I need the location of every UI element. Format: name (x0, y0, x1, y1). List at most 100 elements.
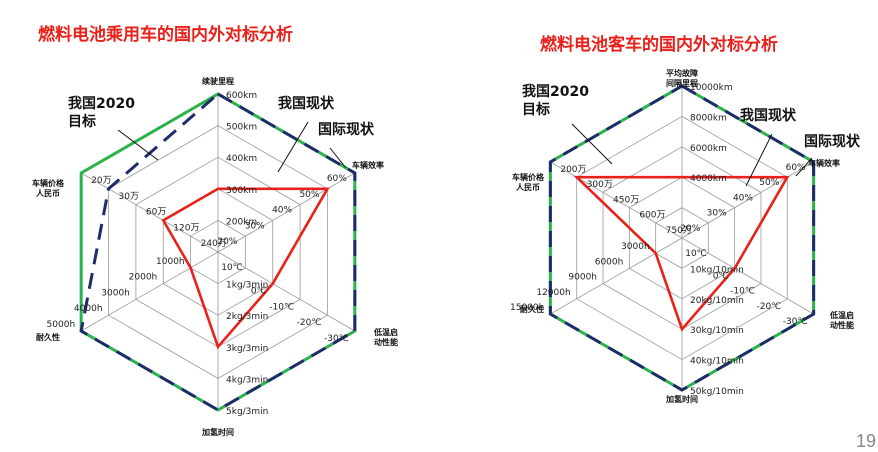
series-domestic-current (573, 175, 790, 332)
axis-label: 耐久性 (36, 332, 60, 342)
axis-spoke (550, 161, 683, 239)
axis-spoke (550, 237, 683, 315)
tick-label: 60万 (146, 208, 166, 218)
tick-label: 60% (786, 163, 806, 173)
tick-label: 15000h (510, 303, 544, 313)
axis-label: 车辆效率 (808, 158, 840, 168)
annotation-leader-line (277, 121, 309, 173)
tick-label: 240万 (201, 239, 227, 249)
tick-label: 2000h (129, 273, 158, 283)
tick-label: 0℃ (713, 271, 729, 281)
axis-label: 车辆价格人民币 (32, 178, 65, 198)
tick-label: 8000km (690, 113, 727, 123)
tick-label: 600万 (639, 211, 665, 221)
tick-label: 3kg/3min (226, 344, 268, 354)
tick-label: 12000h (536, 288, 570, 298)
tick-label: -10℃ (269, 302, 294, 312)
axis-label: 耐久性 (520, 304, 544, 314)
chart-title-passenger: 燃料电池乘用车的国内外对标分析 (38, 25, 293, 45)
tick-label: 3000h (101, 288, 130, 298)
axis-spoke (80, 251, 219, 332)
tick-label: 50% (299, 190, 319, 200)
annotation-international: 国际现状 (804, 133, 861, 150)
axis-label: 加氢时间 (665, 394, 698, 404)
page-number: 19 (855, 431, 876, 451)
tick-label: -20℃ (297, 318, 322, 328)
annotation-leader-line (745, 133, 773, 187)
annotation-leader-line (329, 147, 347, 169)
tick-label: 30kg/10min (690, 326, 744, 336)
annotation-domestic: 我国现状 (278, 95, 335, 112)
tick-label: 20% (680, 224, 700, 234)
tick-label: 10kg/10min (690, 265, 744, 275)
axis-label: 低温启动性能 (373, 327, 398, 347)
annotation-leader-line (117, 129, 159, 161)
tick-label: 6000h (595, 257, 624, 267)
axis-label: 续驶里程 (202, 76, 234, 86)
annotation-international: 国际现状 (318, 121, 375, 138)
tick-label: 3000h (621, 242, 650, 252)
tick-label: 30万 (119, 192, 139, 202)
tick-label: 4000h (74, 304, 103, 314)
tick-label: 60% (327, 174, 347, 184)
axis-label: 车辆效率 (352, 160, 384, 170)
annotation-leader-line (571, 123, 613, 165)
axis-spoke (217, 172, 356, 253)
axis-label: 低温启动性能 (829, 310, 854, 330)
tick-label: 200km (226, 217, 257, 227)
series-domestic-current (161, 187, 330, 350)
axis-spoke (217, 251, 356, 332)
tick-label: 0℃ (251, 287, 267, 297)
tick-label: 30% (707, 209, 727, 219)
tick-label: 300km (226, 186, 257, 196)
radar-chart-bus: 10℃4000km6000km8000km10000km20%30%40%50%… (510, 68, 861, 404)
annotation-domestic: 我国现状 (740, 107, 797, 124)
tick-label: 50% (759, 178, 779, 188)
tick-label: 5000h (47, 320, 76, 330)
tick-label: 750万 (666, 226, 692, 236)
axis-label: 车辆价格人民币 (512, 172, 545, 192)
tick-label: 20kg/10min (690, 296, 744, 306)
tick-label: 20% (217, 237, 237, 247)
tick-label: 40% (733, 193, 753, 203)
tick-label: 40% (272, 206, 292, 216)
tick-label: 120万 (173, 223, 199, 233)
tick-label: 30% (245, 221, 265, 231)
tick-label: -10℃ (730, 287, 755, 297)
tick-label: 300万 (587, 180, 613, 190)
tick-label: 600km (226, 91, 257, 101)
tick-label: -30℃ (783, 317, 808, 327)
tick-label: 10000km (690, 83, 733, 93)
center-tick-label: 10℃ (685, 249, 707, 259)
radar-chart-passenger: 10℃ 200km 300km 400km 500km 600km 20% 30% 40% 50%… (32, 76, 398, 437)
axis-label: 平均故障间隔里程 (666, 68, 698, 88)
tick-label: 20万 (91, 176, 111, 186)
tick-label: -20℃ (756, 302, 781, 312)
tick-label: 450万 (613, 195, 639, 205)
tick-label: 40kg/10min (690, 357, 744, 367)
axis-label: 加氢时间 (201, 427, 234, 437)
tick-label: -30℃ (324, 334, 349, 344)
tick-label: 4kg/3min (226, 375, 268, 385)
axis-spoke (681, 161, 814, 239)
series-target-2020 (79, 92, 357, 412)
tick-label: 200万 (560, 165, 586, 175)
tick-label: 9000h (568, 273, 597, 283)
tick-label: 1kg/3min (226, 281, 268, 291)
tick-label: 500km (226, 123, 257, 133)
axis-spoke (681, 237, 814, 315)
tick-label: 2kg/3min (226, 312, 268, 322)
tick-label: 400km (226, 154, 257, 164)
annotation-leader-line (795, 157, 813, 177)
center-tick-label: 10℃ (221, 263, 243, 273)
chart-title-bus: 燃料电池客车的国内外对标分析 (540, 35, 778, 55)
tick-label: 6000km (690, 144, 727, 154)
tick-label: 1000h (156, 257, 185, 267)
series-target-2020 (548, 84, 816, 392)
tick-label: 5kg/3min (226, 407, 268, 417)
tick-label: 50kg/10min (690, 387, 744, 397)
axis-spoke (80, 172, 219, 253)
